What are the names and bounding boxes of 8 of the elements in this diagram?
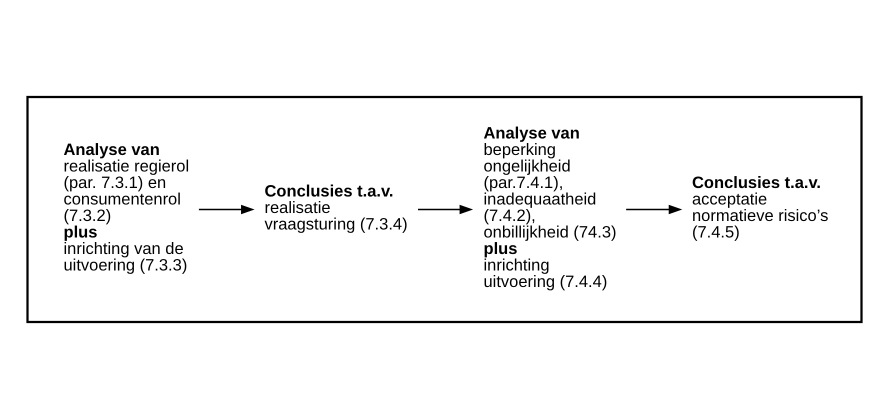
node-text: Conclusies t.a.v. acceptatie normatieve risico’s (7.4.5) — [692, 174, 828, 242]
arrow — [198, 204, 254, 214]
node-text: Analyse van beperking ongelijkheid (par.7.4.1), inadequaatheid (7.4.2), onbillijkheid (74.3) plus inrichting uitvoering (7.4.4) — [483, 124, 616, 291]
arrow — [417, 204, 473, 214]
node-text: Conclusies t.a.v. realisatie vraagsturing (7.3.4) — [264, 182, 408, 233]
arrow — [626, 204, 682, 214]
cluster — [26, 95, 862, 323]
node-text: Analyse van realisatie regierol (par. 7.3.1) en consumentenrol (7.3.2) plus inrichting van de uitvoering (7.3.3) — [63, 140, 189, 274]
